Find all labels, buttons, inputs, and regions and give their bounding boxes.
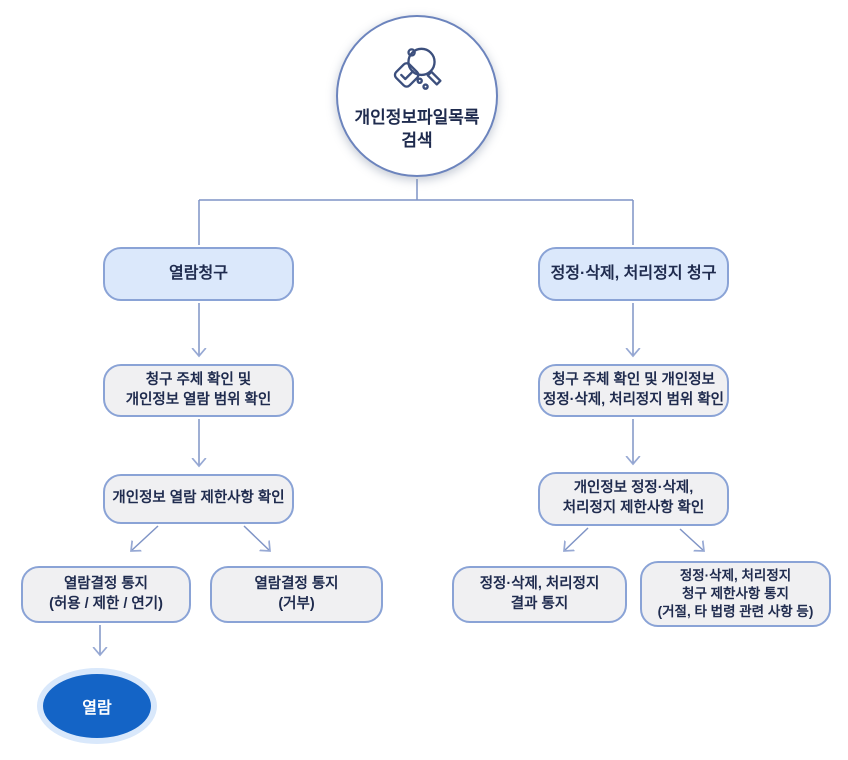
tree-split-line <box>198 179 634 245</box>
arrow-right-split-b <box>679 528 704 551</box>
connector-group <box>100 179 704 655</box>
node-view-notice-allow: 열람결정 통지 (허용 / 제한 / 연기) <box>21 566 191 623</box>
node-view-verify: 청구 주체 확인 및 개인정보 열람 범위 확인 <box>103 364 294 417</box>
arrow-left-split-b <box>243 525 270 551</box>
final-view-label: 열람 <box>82 700 112 717</box>
arrow-left-split-a <box>131 525 159 551</box>
node-view-request: 열람청구 <box>103 247 294 301</box>
node-correction-notice-restrict: 정정·삭제, 처리정지 청구 제한사항 통지 (거절, 타 법령 관련 사항 등… <box>640 561 831 627</box>
node-view-restriction-check: 개인정보 열람 제한사항 확인 <box>103 474 294 524</box>
node-correction-notice-result: 정정·삭제, 처리정지 결과 통지 <box>452 566 627 623</box>
node-final-view: 열람 <box>37 668 157 744</box>
arrow-right-split-a <box>564 527 589 551</box>
node-correction-request: 정정·삭제, 처리정지 청구 <box>538 247 729 301</box>
root-node-label: 개인정보파일목록 검색 <box>354 108 480 150</box>
file-search-icon <box>388 43 446 102</box>
root-node-file-search: 개인정보파일목록 검색 <box>336 15 498 177</box>
node-correction-verify: 청구 주체 확인 및 개인정보 정정·삭제, 처리정지 범위 확인 <box>538 364 729 417</box>
node-correction-restriction-check: 개인정보 정정·삭제, 처리정지 제한사항 확인 <box>538 472 729 526</box>
node-view-notice-deny: 열람결정 통지 (거부) <box>210 566 383 623</box>
